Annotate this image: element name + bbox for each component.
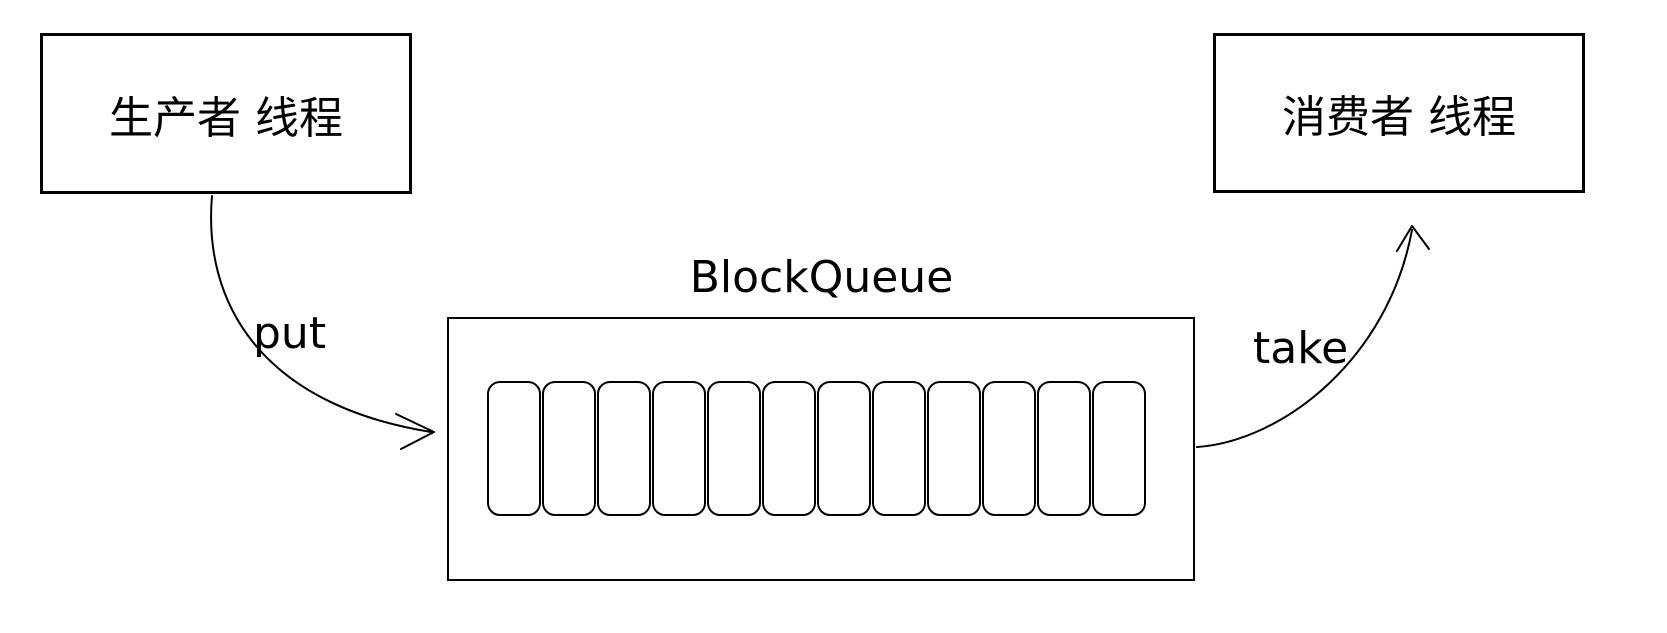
put-arrowhead-icon [395, 413, 435, 450]
queue-slot [1092, 381, 1146, 516]
queue-slot [872, 381, 926, 516]
queue-slot [762, 381, 816, 516]
producer-thread-box: 生产者 线程 [40, 33, 412, 194]
consumer-thread-box: 消费者 线程 [1213, 33, 1585, 193]
blockqueue-box [447, 317, 1195, 581]
producer-thread-label: 生产者 线程 [109, 92, 343, 144]
consumer-thread-label: 消费者 线程 [1282, 92, 1516, 143]
take-arrowhead-icon [1396, 225, 1430, 252]
queue-slot [652, 381, 706, 516]
queue-slot [542, 381, 596, 516]
take-label: take [1253, 323, 1349, 374]
blockqueue-title: BlockQueue [689, 252, 954, 303]
queue-slot [1037, 381, 1091, 516]
queue-slot [982, 381, 1036, 516]
queue-slot [817, 381, 871, 516]
queue-slot [487, 381, 541, 516]
queue-slot [707, 381, 761, 516]
queue-slots [487, 381, 1146, 516]
queue-slot [927, 381, 981, 516]
queue-slot [597, 381, 651, 516]
put-label: put [253, 308, 327, 359]
